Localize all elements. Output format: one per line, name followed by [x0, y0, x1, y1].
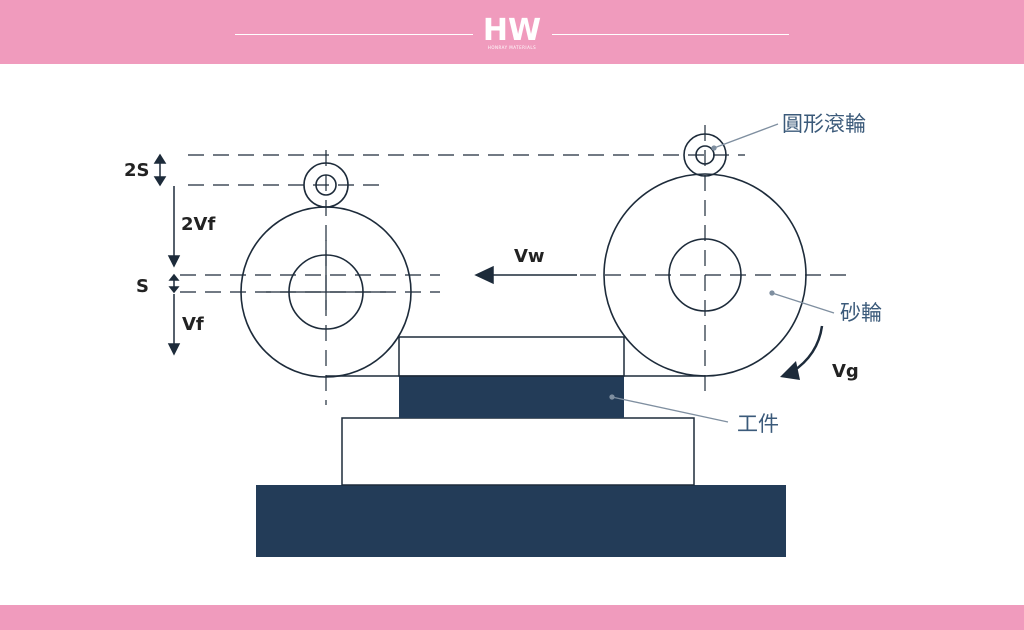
right-roller-inner: [695, 145, 715, 165]
callout-roller-dot: [711, 145, 717, 151]
header-band: [0, 0, 1024, 64]
machine-base: [256, 485, 786, 557]
label-2vf: 2Vf: [181, 214, 215, 235]
callout-wheel: [771, 292, 835, 314]
grinding-wheel-outer: [603, 173, 807, 377]
header-line-right: [552, 34, 789, 35]
label-grinding-wheel: 砂輪: [840, 301, 882, 325]
label-roller: 圓形滾輪: [782, 112, 866, 136]
logo-subtitle: HONRAY MATERIALS: [487, 45, 537, 50]
workpiece-block: [399, 376, 624, 418]
workpiece-top-layer: [398, 336, 625, 377]
dim-s-arrow-down: [168, 286, 180, 294]
arrow-2vf-head: [167, 255, 181, 268]
dim-2s-arrow-up: [153, 153, 167, 164]
label-s: S: [136, 276, 149, 297]
arrow-left-icon: [474, 265, 494, 285]
logo-text: HW: [483, 13, 541, 48]
label-2s: 2S: [124, 160, 150, 181]
label-vg: Vg: [832, 361, 859, 382]
right-roller-outer: [683, 133, 727, 177]
curved-arrow-icon: [780, 361, 800, 380]
grinding-wheel-inner: [668, 238, 742, 312]
label-vf: Vf: [182, 314, 204, 335]
label-vw: Vw: [514, 246, 545, 267]
work-table: [341, 417, 695, 486]
left-roller-inner: [315, 174, 337, 196]
callout-wheel-dot: [769, 290, 775, 296]
brand-logo: HW: [483, 13, 541, 48]
left-roller-outer: [303, 162, 349, 208]
dim-s-arrow-up: [168, 273, 180, 281]
dim-2s-arrow-down: [153, 176, 167, 187]
label-workpiece: 工件: [737, 412, 779, 436]
arrow-vf-head: [167, 343, 181, 356]
header-line-left: [235, 34, 473, 35]
callout-workpiece: [611, 396, 729, 423]
callout-roller: [713, 123, 779, 149]
callout-workpiece-dot: [609, 394, 615, 400]
footer-band: [0, 605, 1024, 630]
